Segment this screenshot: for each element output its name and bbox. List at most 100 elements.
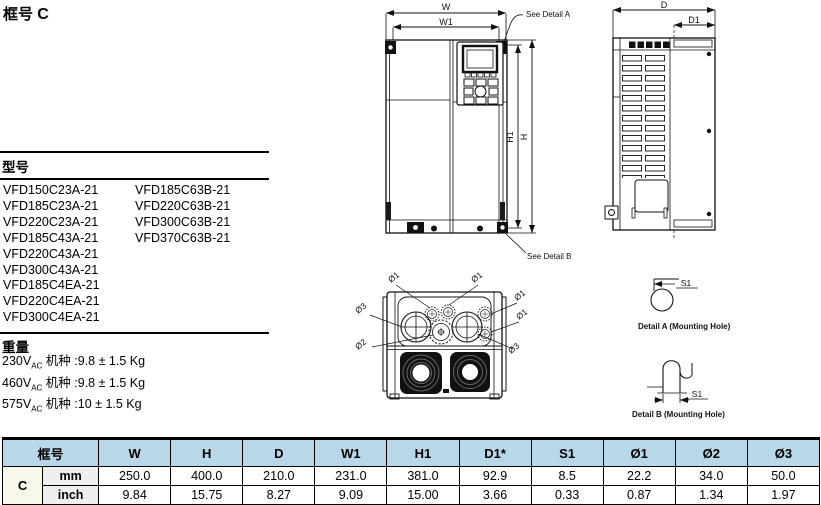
hole-label-phi1: Ø1 <box>469 270 484 285</box>
value-cell: 1.97 <box>746 485 821 505</box>
value-cell: 1.34 <box>674 485 748 505</box>
weight-voltage: 230V <box>2 354 32 368</box>
dim-label-w1: W1 <box>439 17 453 27</box>
cable-gland-holes <box>400 304 493 345</box>
hole-label-phi3: Ø3 <box>506 341 521 356</box>
value-cell: 8.27 <box>242 485 316 505</box>
weight-heading: 重量 <box>2 340 29 355</box>
page-title-frame: C <box>37 6 49 23</box>
unit-cell: inch <box>42 485 100 505</box>
dim-label-h1: H1 <box>505 131 515 143</box>
model-item: VFD185C63B-21 <box>135 183 231 197</box>
see-detail-a-label: See Detail A <box>526 10 571 19</box>
model-item: VFD300C4EA-21 <box>3 310 100 325</box>
divider-line <box>0 151 269 153</box>
table-header-col: D <box>242 438 316 467</box>
weight-voltage-sub: AC <box>31 383 43 393</box>
value-cell: 92.9 <box>458 466 532 486</box>
model-list-column-1: VFD150C23A-21 VFD185C23A-21 VFD220C23A-2… <box>3 183 100 326</box>
table-header-row: 框号 W H D W1 H1 D1* S1 Ø1 Ø2 Ø3 <box>1 438 821 467</box>
table-header-col: H1 <box>386 438 460 467</box>
mounting-hole-details-drawing: S1 Detail A (Mounting Hole) S1 Detail B … <box>632 278 731 419</box>
table-header-col: W <box>98 438 172 467</box>
value-cell: 3.66 <box>458 485 532 505</box>
detail-a: S1 Detail A (Mounting Hole) <box>638 278 731 331</box>
model-item: VFD220C63B-21 <box>135 198 231 213</box>
model-item: VFD220C23A-21 <box>3 214 99 229</box>
page-title: 框号 C <box>3 3 49 24</box>
model-list-column-2: VFD185C63B-21 VFD220C63B-21 VFD300C63B-2… <box>135 183 230 247</box>
model-item: VFD150C23A-21 <box>3 183 99 197</box>
weight-list: 230VAC 机种 :9.8 ± 1.5 Kg 460VAC 机种 :9.8 ±… <box>2 353 145 418</box>
model-item: VFD185C4EA-21 <box>3 278 100 293</box>
table-header-col: S1 <box>530 438 604 467</box>
hole-label-phi2: Ø2 <box>353 337 368 352</box>
weight-text: 机种 :9.8 ± 1.5 Kg <box>42 354 146 368</box>
detail-b: S1 Detail B (Mounting Hole) <box>632 360 725 419</box>
value-cell: 210.0 <box>242 466 316 486</box>
front-dimension-lines <box>385 10 536 234</box>
weight-voltage-sub: AC <box>31 361 43 371</box>
table-header-col: Ø1 <box>602 438 676 467</box>
value-cell: 250.0 <box>98 466 172 486</box>
side-screws <box>706 51 712 217</box>
page-title-prefix: 框号 <box>3 6 34 23</box>
weight-text: 机种 :10 ± 1.5 Kg <box>42 397 142 412</box>
detail-a-s1-label: S1 <box>681 278 692 288</box>
value-cell: 8.5 <box>530 466 604 486</box>
dim-label-h: H <box>519 134 529 141</box>
value-cell: 381.0 <box>386 466 460 486</box>
weight-voltage: 575V <box>2 397 32 412</box>
value-cell: 231.0 <box>314 466 388 486</box>
dimensions-table: 框号 W H D W1 H1 D1* S1 Ø1 Ø2 Ø3 C mm 250.… <box>1 437 821 505</box>
model-item: VFD220C43A-21 <box>3 246 99 261</box>
value-cell: 34.0 <box>674 466 748 486</box>
dim-label-d1: D1 <box>688 15 700 25</box>
keypad <box>456 41 504 106</box>
model-item: VFD300C63B-21 <box>135 214 231 229</box>
weight-row: 230VAC 机种 :9.8 ± 1.5 Kg <box>2 353 145 375</box>
dim-label-d: D <box>661 0 668 10</box>
divider-line <box>0 178 269 180</box>
front-view-drawing: W W1 H1 H See Detail A <box>385 2 571 261</box>
value-cell: 22.2 <box>602 466 676 486</box>
see-detail-b-label: See Detail B <box>527 252 571 261</box>
side-bottom-bracket <box>604 205 668 220</box>
models-heading: 型号 <box>2 160 29 175</box>
table-header-col: D1* <box>458 438 532 467</box>
hole-label-phi1: Ø1 <box>386 270 401 285</box>
value-cell: 50.0 <box>746 466 821 486</box>
value-cell: 9.09 <box>314 485 388 505</box>
weight-text: 机种 :9.8 ± 1.5 Kg <box>42 375 146 390</box>
model-item: VFD185C43A-21 <box>3 230 99 245</box>
model-item: VFD300C43A-21 <box>3 262 99 277</box>
hole-label-phi1: Ø1 <box>514 307 529 322</box>
detail-b-s1-label: S1 <box>692 389 703 399</box>
detail-a-caption: Detail A (Mounting Hole) <box>638 322 731 331</box>
model-item: VFD220C4EA-21 <box>3 294 100 309</box>
table-header-frame: 框号 <box>1 438 100 467</box>
weight-row: 460VAC 机种 :9.8 ± 1.5 Kg <box>2 375 145 397</box>
hole-label-phi3: Ø3 <box>353 301 368 316</box>
table-header-col: Ø3 <box>746 438 821 467</box>
table-row-inch: inch 9.84 15.75 8.27 9.09 15.00 3.66 0.3… <box>3 485 821 505</box>
value-cell: 15.00 <box>386 485 460 505</box>
value-cell: 15.75 <box>170 485 244 505</box>
weight-row: 575VAC 机种 :10 ± 1.5 Kg <box>2 396 145 418</box>
front-detail-callouts: See Detail A See Detail B <box>503 10 571 261</box>
value-cell: 400.0 <box>170 466 244 486</box>
dim-label-w: W <box>442 2 451 12</box>
side-view-drawing: D D1 <box>604 0 716 240</box>
frame-value-cell: C <box>1 466 44 505</box>
value-cell: 0.87 <box>602 485 676 505</box>
fan-openings <box>400 352 490 394</box>
bottom-view-drawing: Ø1 Ø1 Ø1 Ø1 Ø3 Ø2 Ø3 <box>353 270 529 400</box>
side-heatsink-fins <box>622 41 670 178</box>
unit-cell: mm <box>42 466 100 486</box>
hole-label-phi1: Ø1 <box>512 288 527 303</box>
table-row-mm: C mm 250.0 400.0 210.0 231.0 381.0 92.9 … <box>1 466 821 505</box>
weight-voltage-sub: AC <box>31 404 43 414</box>
weight-voltage: 460V <box>2 375 32 390</box>
model-item: VFD370C63B-21 <box>135 230 231 245</box>
side-label-panel <box>634 179 669 213</box>
